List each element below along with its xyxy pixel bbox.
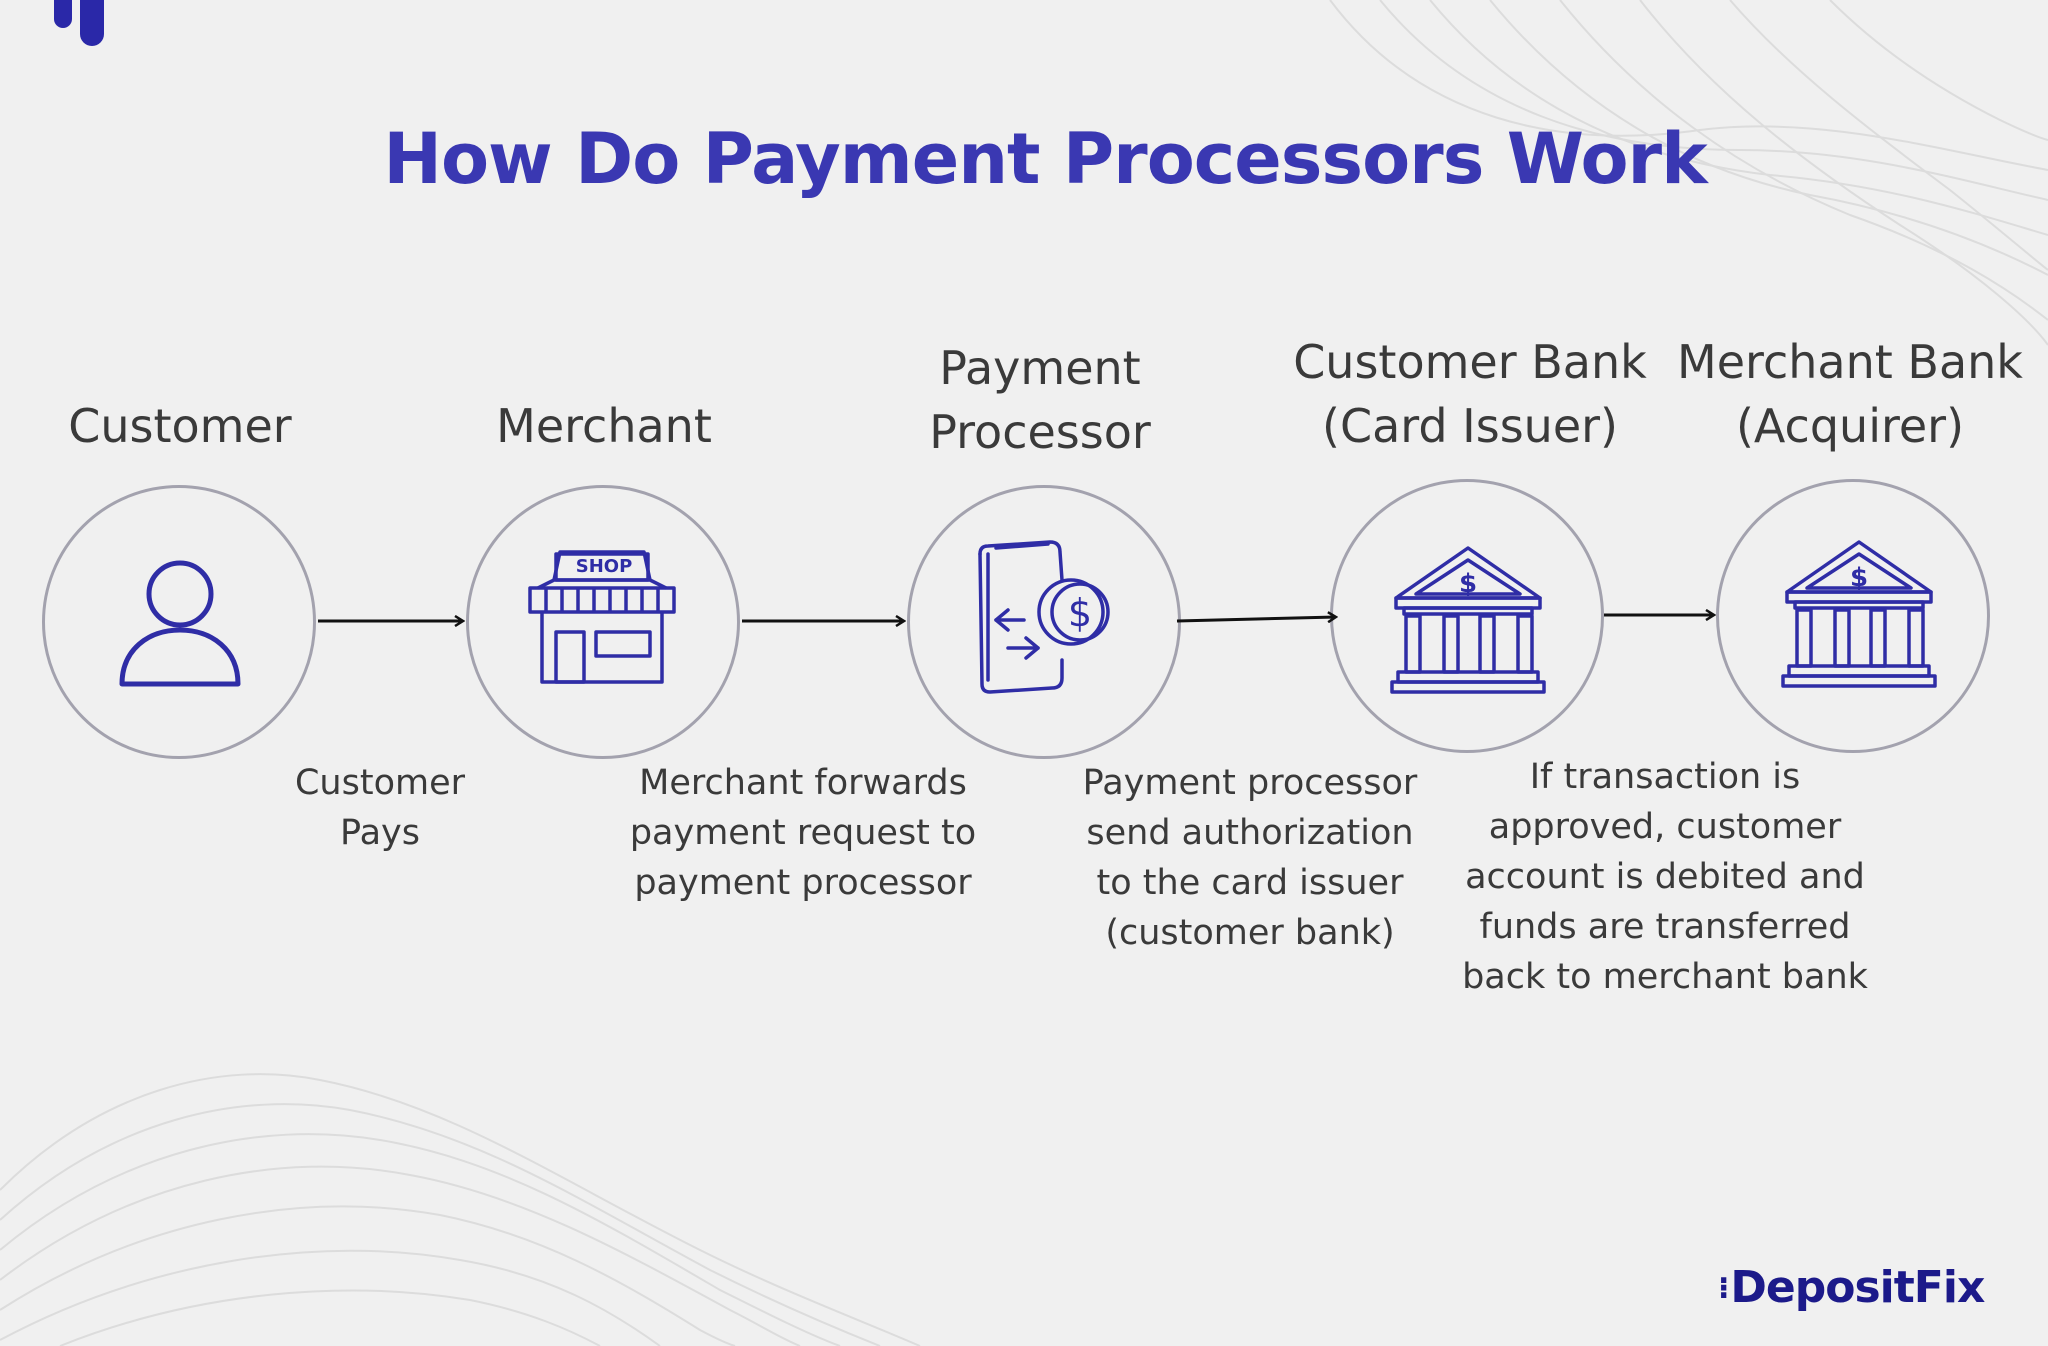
- node-label-line: (Card Issuer): [1322, 399, 1618, 453]
- step-description-2: Merchant forwards payment request to pay…: [603, 758, 1003, 908]
- step-line: Pays: [340, 813, 420, 853]
- svg-text:$: $: [1459, 569, 1477, 599]
- bank-icon: $: [1390, 546, 1546, 694]
- step-description-1: Customer Pays: [230, 758, 530, 858]
- node-label-line: (Acquirer): [1735, 399, 1965, 453]
- step-line: payment request to: [629, 813, 977, 853]
- bank-icon: $: [1781, 540, 1937, 688]
- node-label-line: Customer: [68, 399, 292, 453]
- brand-logo: ⁝DepositFix: [1718, 1262, 1985, 1313]
- step-line: approved, customer: [1488, 807, 1842, 847]
- person-icon: [119, 560, 241, 687]
- phone-payment-icon: $: [978, 540, 1110, 694]
- node-label-merchant-bank: Merchant Bank (Acquirer): [1660, 330, 2040, 458]
- node-label-line: Processor: [929, 405, 1151, 459]
- arrow-processor-to-customer-bank: [1176, 617, 1336, 621]
- brand-mark-icon: ⁝: [1718, 1271, 1729, 1306]
- step-line: Merchant forwards: [639, 763, 967, 803]
- step-line: back to merchant bank: [1462, 957, 1868, 997]
- step-description-3: Payment processor send authorization to …: [1045, 758, 1455, 958]
- step-line: send authorization: [1086, 813, 1414, 853]
- node-label-line: Customer Bank: [1293, 335, 1647, 389]
- step-line: account is debited and: [1465, 857, 1865, 897]
- step-line: to the card issuer: [1096, 863, 1404, 903]
- node-circle-merchant: [466, 485, 740, 759]
- shop-sign-text: SHOP: [575, 556, 633, 577]
- node-label-merchant: Merchant: [464, 394, 744, 458]
- node-label-customer-bank: Customer Bank (Card Issuer): [1280, 330, 1660, 458]
- node-label-payment-processor: Payment Processor: [880, 336, 1200, 464]
- brand-name: DepositFix: [1730, 1262, 1985, 1313]
- node-circle-customer: [42, 485, 316, 759]
- node-label-line: Merchant: [496, 399, 712, 453]
- corner-logo-mark: [54, 0, 104, 46]
- step-description-4: If transaction is approved, customer acc…: [1440, 752, 1890, 1002]
- page-title: How Do Payment Processors Work: [383, 118, 1707, 200]
- step-line: funds are transferred: [1479, 907, 1851, 947]
- node-label-line: Payment: [939, 341, 1141, 395]
- node-circle-merchant-bank: [1716, 479, 1990, 753]
- svg-text:$: $: [1068, 591, 1092, 635]
- shop-icon: [528, 550, 676, 684]
- step-line: (customer bank): [1105, 913, 1395, 953]
- node-label-customer: Customer: [40, 394, 320, 458]
- svg-text:$: $: [1850, 563, 1868, 593]
- step-line: If transaction is: [1529, 757, 1801, 797]
- node-label-line: Merchant Bank: [1677, 335, 2023, 389]
- step-line: Payment processor: [1082, 763, 1418, 803]
- step-line: payment processor: [634, 863, 972, 903]
- step-line: Customer: [294, 763, 465, 803]
